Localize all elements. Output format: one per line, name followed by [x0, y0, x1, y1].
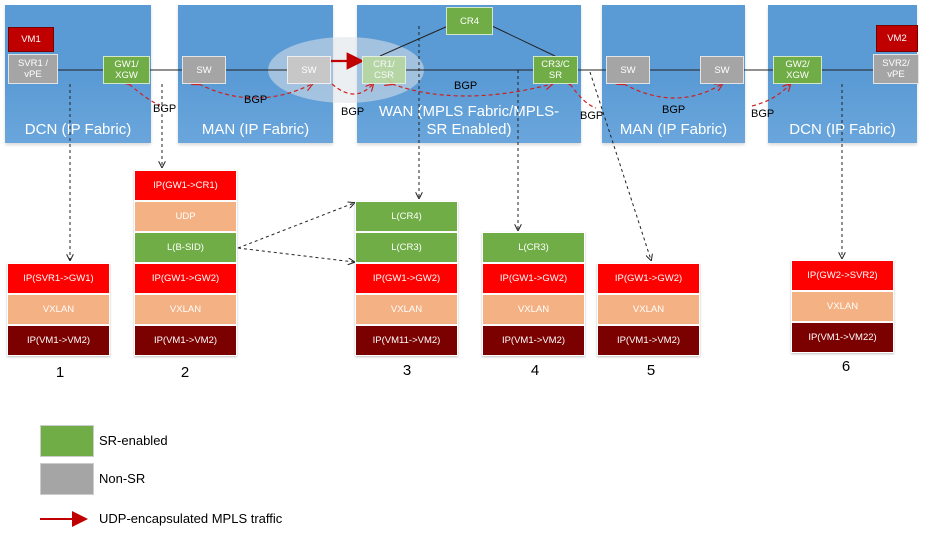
- stack2-cell: L(B-SID): [134, 232, 237, 263]
- bsid-arrow: [237, 203, 354, 249]
- legend-sr-swatch: [40, 425, 94, 457]
- man-left-sw1-node[interactable]: SW: [182, 56, 226, 84]
- stack-number-3: 3: [402, 362, 412, 379]
- legend-nonsr-swatch: [40, 463, 94, 495]
- legend-nonsr-label: Non-SR: [99, 471, 146, 486]
- stack2-cell: IP(GW1->GW2): [134, 263, 237, 294]
- bgp-label: BGP: [580, 110, 604, 122]
- domain-label: DCN (IP Fabric): [24, 121, 132, 138]
- svr2-node[interactable]: SVR2/ vPE: [873, 54, 919, 84]
- cr3-node[interactable]: CR3/C SR: [533, 56, 578, 84]
- stack6-cell: VXLAN: [791, 291, 894, 322]
- stack4-cell: IP(GW1->GW2): [482, 263, 585, 294]
- bsid-arrow: [237, 247, 354, 262]
- stack-number-4: 4: [530, 362, 540, 379]
- bgp-label: BGP: [454, 80, 478, 92]
- stack2-cell: VXLAN: [134, 294, 237, 325]
- stack3-cell: IP(VM11->VM2): [355, 325, 458, 356]
- stack3-cell: L(CR3): [355, 232, 458, 263]
- stack-number-5: 5: [646, 362, 656, 379]
- stack-number-6: 6: [841, 358, 851, 375]
- legend-sr-label: SR-enabled: [99, 433, 168, 448]
- cr4-node[interactable]: CR4: [446, 7, 493, 35]
- bgp-label: BGP: [662, 104, 686, 116]
- vm1-node[interactable]: VM1: [8, 27, 54, 52]
- domain-label: MAN (IP Fabric): [619, 121, 728, 138]
- stack1-cell: VXLAN: [7, 294, 110, 325]
- stack2-cell: IP(VM1->VM2): [134, 325, 237, 356]
- stack1-cell: IP(VM1->VM2): [7, 325, 110, 356]
- stack4-cell: VXLAN: [482, 294, 585, 325]
- bgp-label: BGP: [153, 103, 177, 115]
- gw1-node[interactable]: GW1/ XGW: [103, 56, 150, 84]
- stack-number-2: 2: [180, 364, 190, 381]
- cr1-node[interactable]: CR1/ CSR: [362, 56, 406, 84]
- stack2-cell: UDP: [134, 201, 237, 232]
- stack6-cell: IP(GW2->SVR2): [791, 260, 894, 291]
- stack1-cell: IP(SVR1->GW1): [7, 263, 110, 294]
- man-left-sw2-node[interactable]: SW: [287, 56, 331, 84]
- stack5-cell: IP(GW1->GW2): [597, 263, 700, 294]
- bgp-label: BGP: [341, 106, 365, 118]
- legend-udp-label: UDP-encapsulated MPLS traffic: [99, 511, 283, 526]
- stack4-cell: L(CR3): [482, 232, 585, 263]
- bgp-label: BGP: [751, 108, 775, 120]
- domain-label: MAN (IP Fabric): [201, 121, 310, 138]
- stack-number-1: 1: [55, 364, 65, 381]
- domain-label: WAN (MPLS Fabric/MPLS-SR Enabled): [378, 103, 560, 138]
- stack3-cell: IP(GW1->GW2): [355, 263, 458, 294]
- gw2-node[interactable]: GW2/ XGW: [773, 56, 822, 84]
- stack2-cell: IP(GW1->CR1): [134, 170, 237, 201]
- svr1-node[interactable]: SVR1 / vPE: [8, 54, 58, 84]
- stack5-cell: IP(VM1->VM2): [597, 325, 700, 356]
- stack3-cell: L(CR4): [355, 201, 458, 232]
- bgp-label: BGP: [244, 94, 268, 106]
- stack5-cell: VXLAN: [597, 294, 700, 325]
- man-right-sw2-node[interactable]: SW: [700, 56, 744, 84]
- domain-label: DCN (IP Fabric): [789, 121, 896, 138]
- vm2-node[interactable]: VM2: [876, 25, 918, 52]
- stack4-cell: IP(VM1->VM2): [482, 325, 585, 356]
- stack3-cell: VXLAN: [355, 294, 458, 325]
- stack6-cell: IP(VM1->VM22): [791, 322, 894, 353]
- man-right-sw1-node[interactable]: SW: [606, 56, 650, 84]
